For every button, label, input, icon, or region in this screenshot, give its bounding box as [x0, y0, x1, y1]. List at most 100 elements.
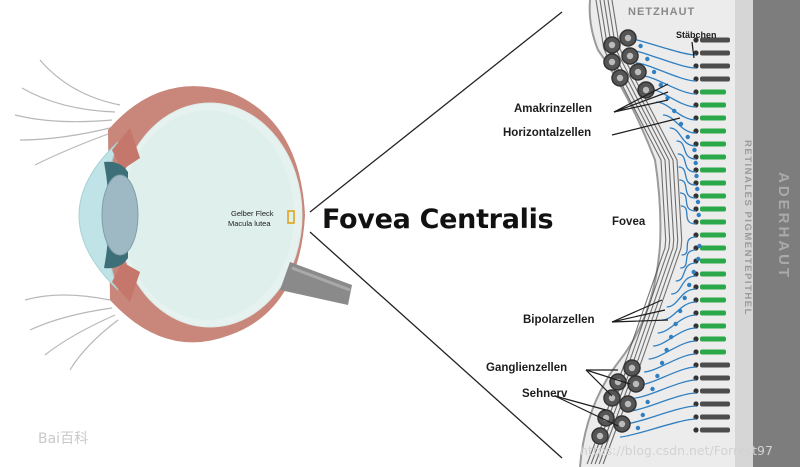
cone-cell — [700, 141, 726, 147]
bipolar-cell — [640, 412, 646, 418]
bipolar-fiber — [678, 166, 697, 186]
bipolar-cell — [695, 186, 700, 192]
bipolar-cell — [696, 256, 701, 262]
label-gelber-fleck: Gelber Fleck — [231, 209, 274, 218]
ganglion-cells — [591, 29, 655, 445]
pigment-epithelium — [735, 0, 753, 467]
bipolar-cell — [645, 56, 650, 62]
bipolar-cell — [696, 212, 701, 218]
bipolar-fiber — [681, 236, 697, 256]
cone-cell — [700, 232, 726, 238]
bipolar-fiber — [662, 114, 697, 134]
ganglion-nucleus — [632, 380, 640, 388]
bipolar-cell — [659, 360, 665, 366]
receptor-nucleus — [693, 37, 699, 43]
bipolar-fiber — [669, 127, 697, 147]
ganglion-nucleus — [624, 34, 632, 42]
receptor-nucleus — [693, 414, 699, 420]
receptor-nucleus — [693, 154, 699, 160]
bipolar-fiber — [634, 379, 697, 399]
rod-cell — [700, 401, 730, 407]
label-staebchen: Stäbchen — [676, 30, 717, 40]
label-macula-lutea: Macula lutea — [228, 219, 271, 228]
cone-cell — [700, 128, 726, 134]
lens — [101, 174, 139, 256]
bipolar-cell — [658, 82, 663, 88]
rod-cell — [700, 388, 730, 394]
bipolar-cell — [695, 199, 701, 205]
eyelashes-bottom — [24, 294, 119, 371]
bipolar-fiber — [675, 262, 697, 282]
bipolar-cell — [673, 321, 678, 327]
label-ganglienzellen: Ganglienzellen — [486, 362, 568, 374]
cone-cell — [700, 115, 726, 121]
label-horizontalzellen: Horizontalzellen — [503, 127, 592, 139]
rod-cell — [700, 414, 730, 420]
bipolar-fiber — [642, 75, 697, 95]
bipolar-cell — [694, 173, 699, 179]
receptor-nucleus — [693, 401, 699, 407]
cone-cell — [700, 284, 726, 290]
cone-cell — [700, 271, 726, 277]
cone-cell — [700, 323, 726, 329]
bipolar-fiber — [679, 179, 697, 199]
rod-cell — [700, 427, 730, 433]
bipolar-fiber — [671, 275, 697, 295]
bipolar-cell — [645, 399, 650, 405]
bipolar-fiber — [619, 418, 697, 438]
label-pigmentepithel: RETINALES PIGMENTEPITHEL — [742, 140, 753, 316]
bipolar-cell — [697, 243, 702, 249]
receptor-nucleus — [693, 128, 699, 134]
receptor-nucleus — [693, 323, 699, 329]
ganglion-nucleus — [608, 394, 616, 402]
bipolar-cell — [672, 108, 677, 114]
receptor-nucleus — [693, 180, 699, 186]
bipolar-fiber — [644, 353, 697, 373]
bipolar-cell — [677, 308, 683, 314]
bipolar-fiber — [679, 192, 697, 212]
label-netzhaut: NETZHAUT — [628, 6, 696, 18]
bipolar-cell — [668, 334, 674, 340]
receptor-nucleus — [693, 206, 699, 212]
rod-cell — [700, 50, 730, 56]
ganglion-nucleus — [642, 86, 650, 94]
ganglion-nucleus — [616, 74, 624, 82]
bipolar-cell — [678, 121, 684, 127]
bipolar-fiber — [662, 301, 697, 321]
receptor-nucleus — [693, 232, 699, 238]
bipolar-cell — [664, 347, 669, 353]
eye-illustration — [14, 59, 352, 371]
receptor-nucleus — [693, 141, 699, 147]
bipolar-cell — [655, 373, 660, 379]
zoom-lines — [309, 11, 563, 459]
receptor-nucleus — [693, 349, 699, 355]
receptor-nucleus — [693, 362, 699, 368]
ciliary-bottom — [112, 262, 140, 302]
receptor-nucleus — [693, 115, 699, 121]
cone-cell — [700, 102, 726, 108]
cone-cell — [700, 89, 726, 95]
blog-watermark: https://blog.csdn.net/Forrest97 — [580, 443, 773, 458]
cone-cell — [700, 206, 726, 212]
cone-cell — [700, 245, 726, 251]
receptor-nucleus — [693, 375, 699, 381]
rod-cell — [700, 362, 730, 368]
cone-cell — [700, 180, 726, 186]
rod-cell — [700, 375, 730, 381]
bipolar-cell — [691, 269, 696, 275]
retina-section — [579, 0, 800, 467]
bipolar-fiber — [666, 288, 697, 308]
receptor-nucleus — [693, 193, 699, 199]
cone-cell — [700, 258, 726, 264]
cone-cell — [700, 336, 726, 342]
bipolar-cell — [650, 386, 655, 392]
diagram-title: Fovea Centralis — [322, 204, 554, 235]
bipolar-cell — [665, 95, 670, 101]
ganglion-nucleus — [596, 432, 604, 440]
receptor-nucleus — [693, 167, 699, 173]
bipolar-cell — [682, 295, 687, 301]
ganglion-nucleus — [624, 400, 632, 408]
label-fovea: Fovea — [612, 216, 646, 228]
cone-cell — [700, 154, 726, 160]
